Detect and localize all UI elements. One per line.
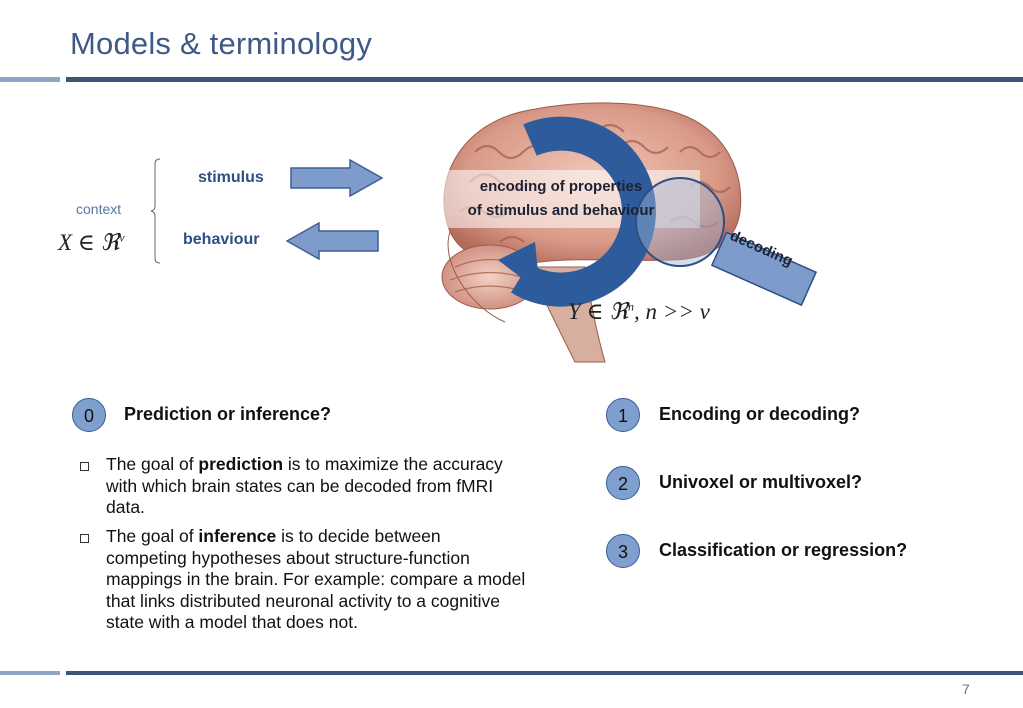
encoding-line-1: encoding of properties [479, 178, 643, 195]
bullet-marker [80, 534, 89, 543]
encoding-line-2: of stimulus and behaviour [467, 202, 655, 219]
title-rule-left [0, 77, 60, 82]
question-univoxel-multivoxel: Univoxel or multivoxel? [659, 472, 863, 492]
page-number: 7 [962, 681, 970, 697]
question-classification-regression: Classification or regression? [659, 540, 908, 560]
context-label: context [76, 201, 122, 217]
behaviour-arrow-left [286, 222, 379, 260]
question-number-2: 2 [606, 466, 640, 500]
behaviour-label: behaviour [183, 231, 260, 248]
question-number-0: 0 [72, 398, 106, 432]
context-brace [150, 158, 161, 264]
brain-illustration [440, 102, 818, 363]
encoding-caption: encoding of properties of stimulus and b… [446, 175, 676, 223]
stimulus-arrow-right [290, 159, 384, 197]
bullet-inference: The goal of inference is to decide betwe… [106, 526, 526, 632]
title-rule-right [66, 77, 1023, 82]
stimulus-label: stimulus [198, 169, 264, 186]
x-math-expression: X ∈ ℜv [58, 230, 125, 255]
bullet-prediction: The goal of prediction is to maximize th… [106, 454, 503, 517]
footer-rule-right [66, 671, 1023, 675]
question-number-1: 1 [606, 398, 640, 432]
question-prediction-inference: Prediction or inference? [124, 404, 332, 424]
y-math-expression: Y ∈ ℜn, n >> v [568, 299, 710, 324]
question-encoding-decoding: Encoding or decoding? [659, 404, 860, 424]
slide-title: Models & terminology [70, 26, 373, 61]
bullet-marker [80, 462, 89, 471]
footer-rule-left [0, 671, 60, 675]
question-number-3: 3 [606, 534, 640, 568]
